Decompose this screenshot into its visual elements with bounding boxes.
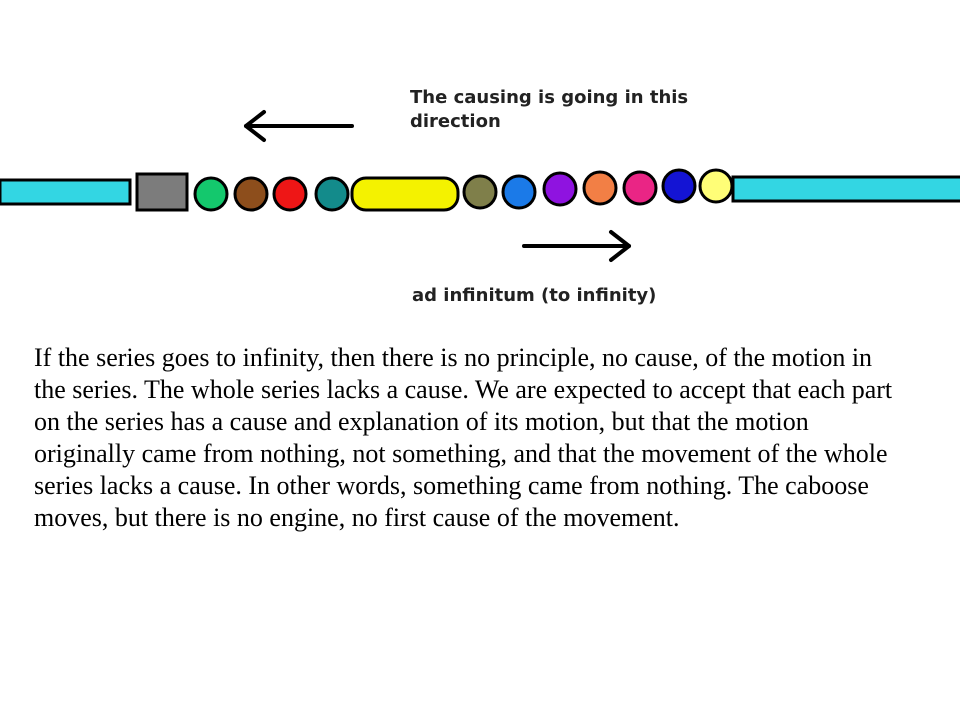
blue-circle: [501, 174, 537, 210]
yellow-capsule: [350, 176, 460, 212]
right-arrow-icon: [522, 230, 631, 262]
green-circle: [193, 176, 229, 212]
teal-circle: [314, 176, 350, 212]
brown-circle: [233, 176, 269, 212]
left-rail: [0, 178, 132, 206]
gray-box: [135, 172, 189, 212]
purple-circle: [542, 171, 578, 207]
pink-circle: [622, 170, 658, 206]
causing-direction-label: The causing is going in this direction: [410, 87, 689, 132]
red-circle: [272, 176, 308, 212]
explanation-paragraph: If the series goes to infinity, then the…: [34, 343, 893, 532]
causal-series-diagram: [0, 110, 960, 262]
orange-circle: [582, 170, 618, 206]
left-arrow-icon: [244, 110, 354, 142]
ad-infinitum-label: ad infinitum (to infinity): [412, 285, 657, 306]
olive-circle: [462, 174, 498, 210]
navy-circle: [661, 168, 697, 204]
explanation-text: If the series goes to infinity, then the…: [34, 342, 894, 534]
right-rail: [731, 175, 960, 203]
light-yellow-circle: [698, 168, 734, 204]
